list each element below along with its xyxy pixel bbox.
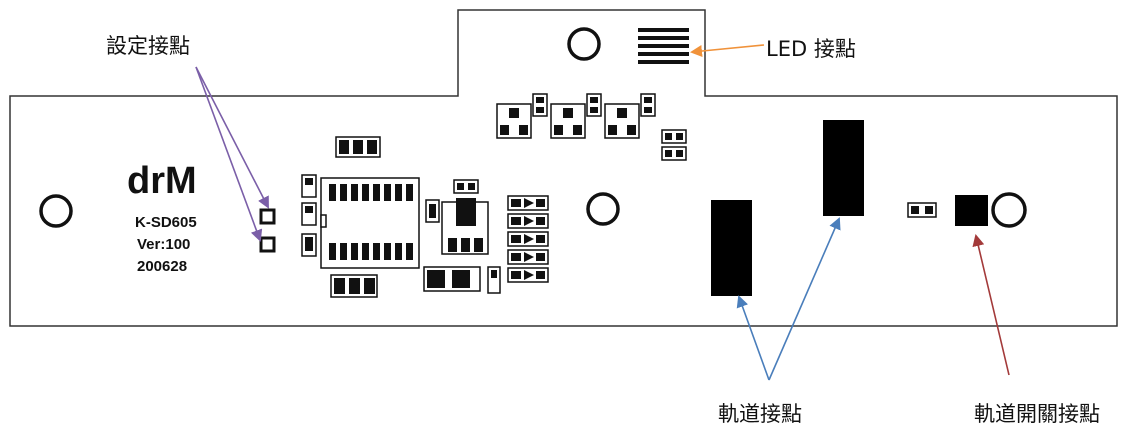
- track-switch-contacts-arrow: [972, 234, 1010, 376]
- mounting-hole-center: [586, 192, 620, 226]
- board-model: K-SD605: [135, 214, 197, 231]
- setting-contacts-arrows: [195, 66, 269, 242]
- track-contacts-arrows: [736, 217, 841, 381]
- board-version: Ver:100: [137, 236, 191, 253]
- track-switch-contacts-label: 軌道開關接點: [974, 402, 1100, 426]
- led-contact-pads: [638, 28, 689, 64]
- main-ic-area: [301, 136, 501, 298]
- mounting-hole-left: [39, 194, 73, 228]
- track-contact-pad-right: [823, 120, 864, 216]
- setting-contact-pads: [259, 208, 276, 253]
- led-contacts-arrow: [690, 44, 765, 58]
- track-switch-contact: [907, 192, 1027, 228]
- board-outline: [9, 9, 1118, 327]
- diode-array: [507, 195, 549, 283]
- setting-contacts-label: 設定接點: [106, 34, 190, 58]
- top-transistors: [496, 93, 687, 161]
- mounting-hole-top: [567, 27, 601, 61]
- track-contact-pad-left: [711, 200, 752, 296]
- board-brand: drM: [127, 160, 197, 202]
- board-date: 200628: [137, 258, 188, 275]
- led-contacts-label: LED 接點: [766, 37, 856, 61]
- track-contacts-label: 軌道接點: [718, 402, 802, 426]
